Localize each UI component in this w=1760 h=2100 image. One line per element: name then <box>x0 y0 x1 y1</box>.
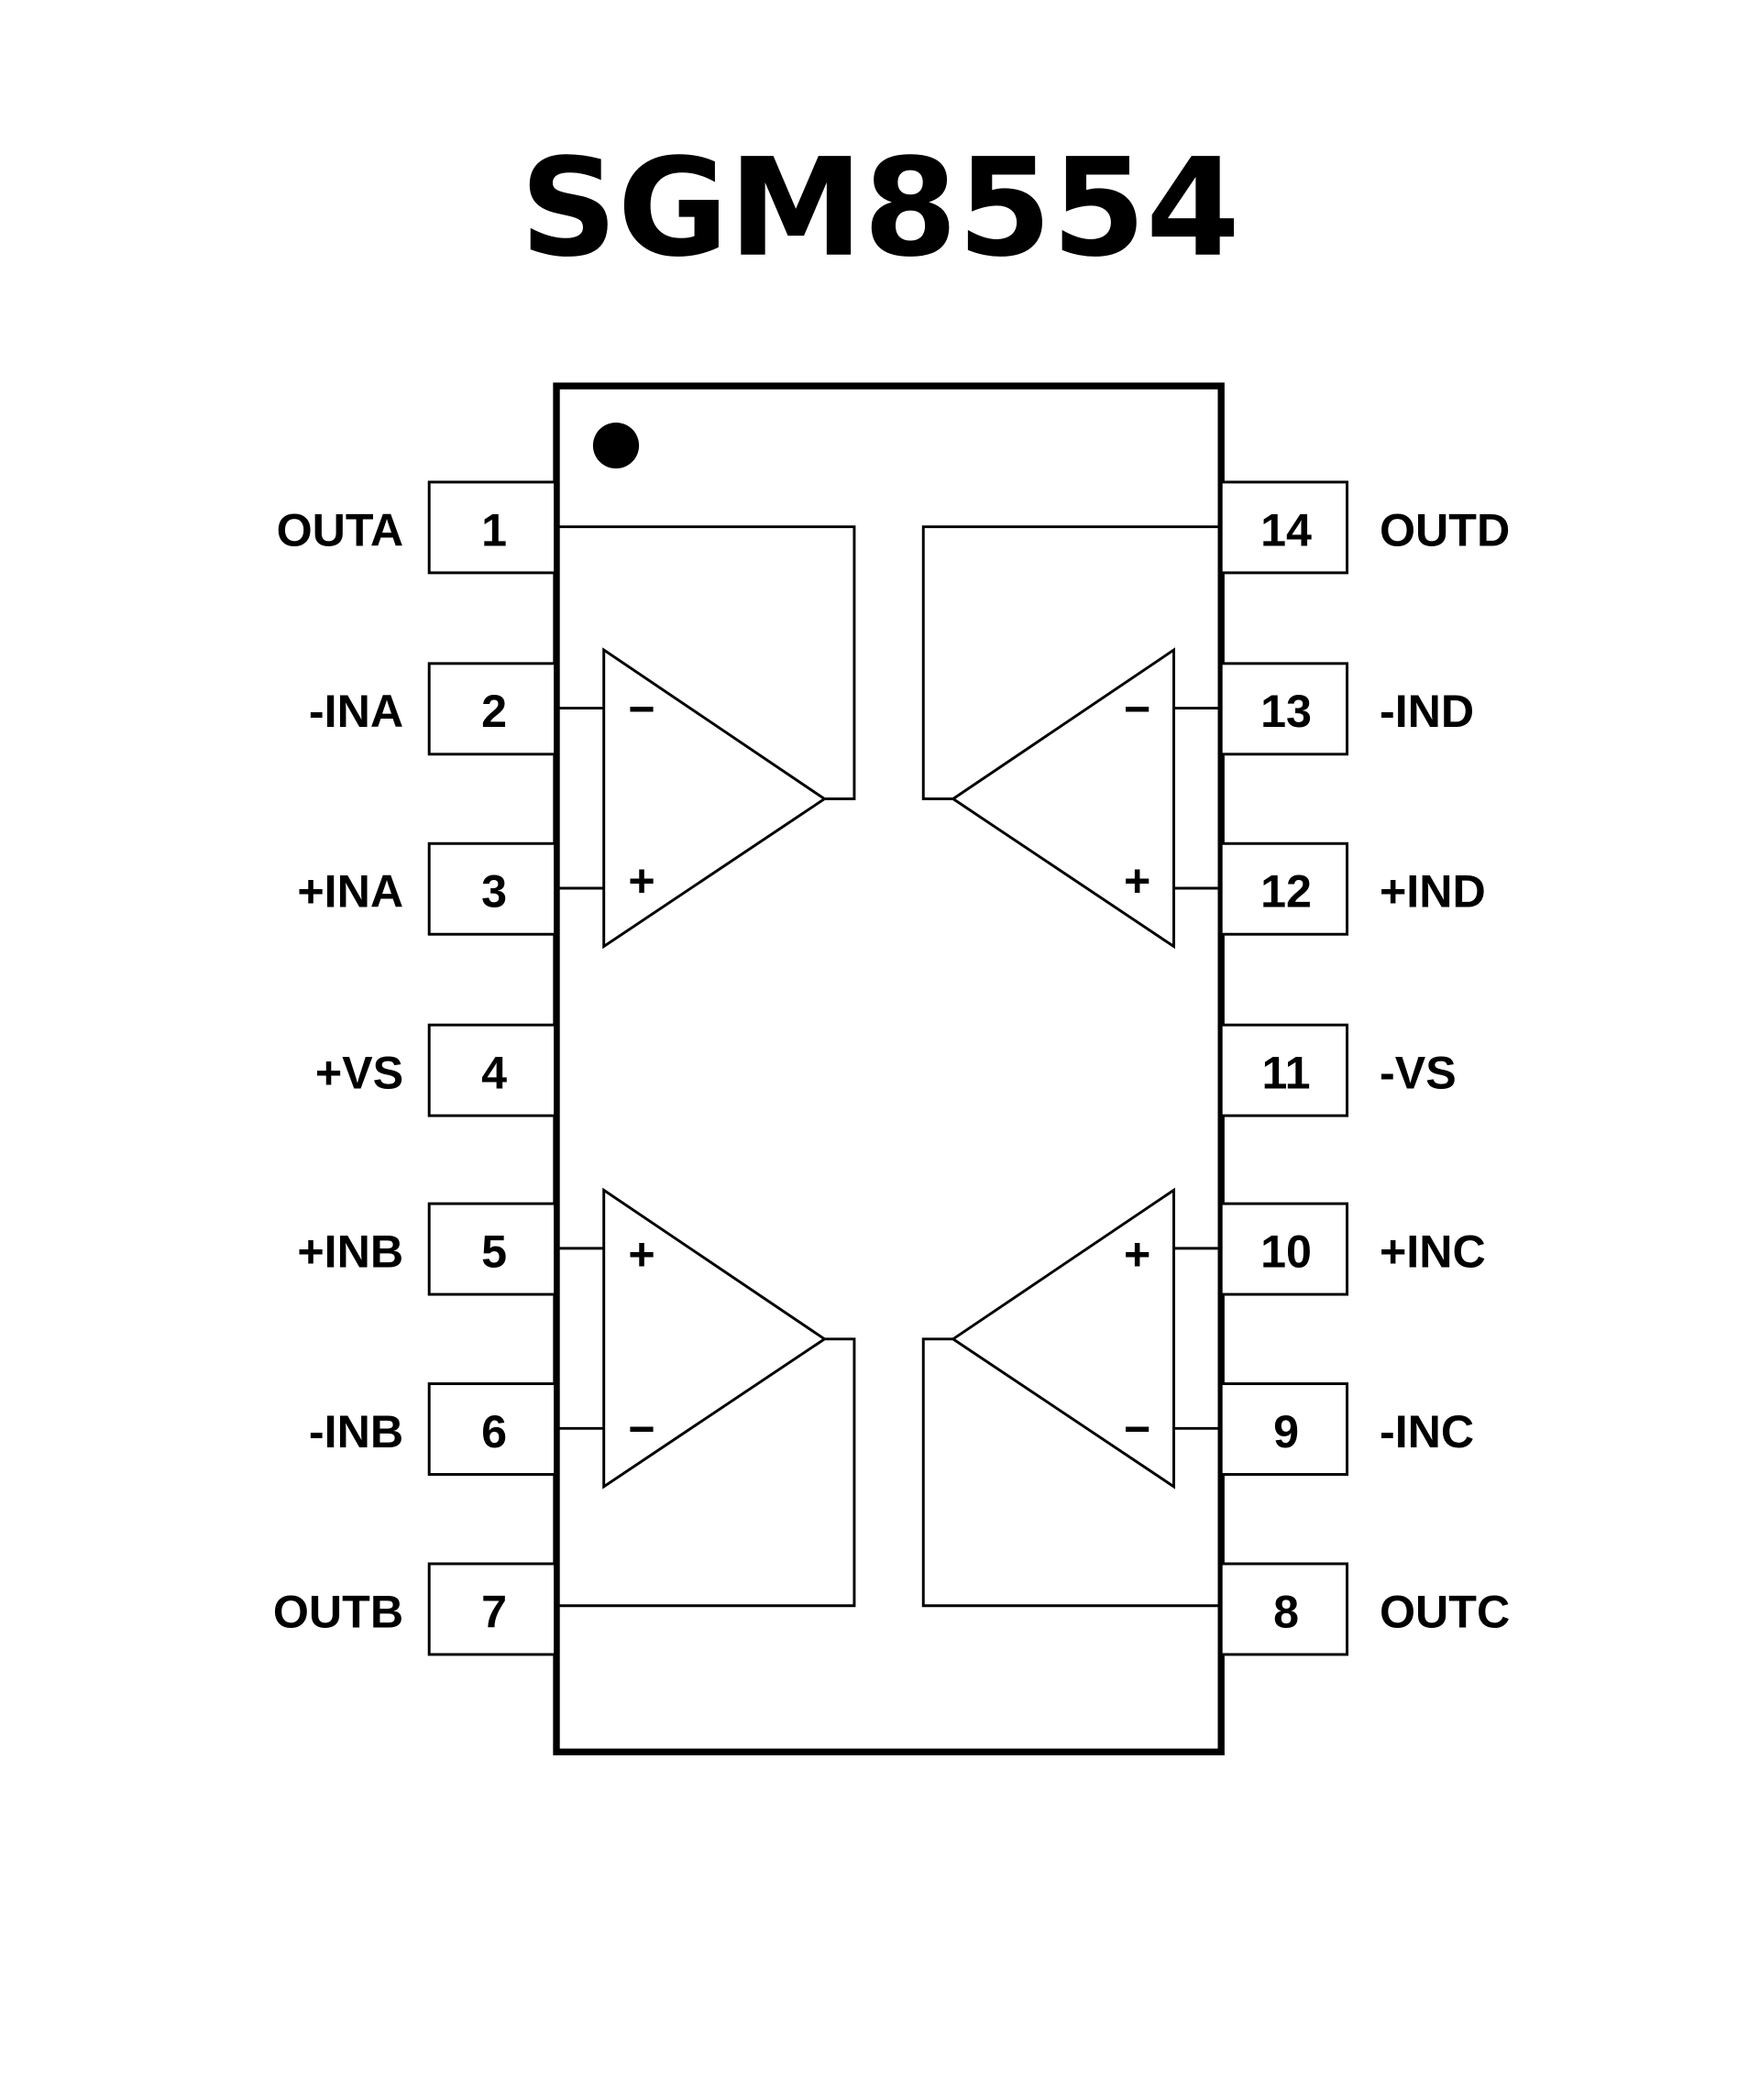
right-pins: 14 OUTD 13 -IND 12 +IND 11 -VS 10 +INC 9 -INC 8 OUTC <box>1219 480 1510 1656</box>
amp-d-top-sign: − <box>1124 683 1150 734</box>
pin-label: +INB <box>297 1226 403 1278</box>
amp-c-bottom-sign: − <box>1124 1403 1150 1455</box>
amp-b-bottom-sign: − <box>628 1403 654 1455</box>
pin-12: 12 +IND <box>1219 841 1486 936</box>
pin-1: 1 OUTA <box>277 480 557 575</box>
pin-box <box>1219 1202 1349 1296</box>
pin-box <box>427 662 557 756</box>
opamp-triangle-d <box>951 647 1175 950</box>
pin1-marker-dot <box>592 422 640 469</box>
pin-box <box>1219 1562 1349 1656</box>
pin-box <box>1219 1023 1349 1117</box>
pin-box <box>427 1382 557 1476</box>
pin-box <box>427 1023 557 1117</box>
pin-13: 13 -IND <box>1219 662 1474 756</box>
left-pins: 1 OUTA 2 -INA 3 +INA 4 +VS 5 +INB 6 -INB 7 OUTB <box>273 480 557 1656</box>
opamp-triangle-c <box>951 1187 1175 1490</box>
pin-number: 13 <box>1260 686 1312 737</box>
amp-a-bottom-sign: + <box>628 855 654 907</box>
chip-body <box>553 382 1225 1755</box>
wire-outb <box>556 1337 856 1608</box>
pin-number: 1 <box>481 504 507 555</box>
pin-6: 6 -INB <box>309 1382 557 1476</box>
pin-label: -IND <box>1380 686 1474 737</box>
pin-label: -INA <box>309 686 403 737</box>
pin-label: OUTA <box>277 504 404 555</box>
pin-number: 11 <box>1262 1048 1311 1099</box>
pin-label: OUTB <box>273 1586 403 1637</box>
pin-box <box>427 1202 557 1296</box>
pin-box <box>427 1562 557 1656</box>
pin-5: 5 +INB <box>297 1202 557 1296</box>
pin-2: 2 -INA <box>309 662 557 756</box>
pin-10: 10 +INC <box>1219 1202 1486 1296</box>
wire-outd <box>921 525 1222 801</box>
pin-8: 8 OUTC <box>1219 1562 1510 1656</box>
amp-c-top-sign: + <box>1124 1229 1150 1281</box>
pin-number: 8 <box>1273 1586 1299 1637</box>
pin-box <box>1219 1382 1349 1476</box>
pin-number: 7 <box>481 1586 507 1637</box>
opamp-triangle-b <box>602 1187 828 1490</box>
amplifier-c <box>921 1187 1222 1608</box>
pin-label: +INC <box>1380 1226 1486 1278</box>
pin-label: +IND <box>1380 866 1486 918</box>
amplifier-d <box>921 525 1222 950</box>
pin-number: 3 <box>481 866 507 918</box>
pin-4: 4 +VS <box>315 1023 557 1117</box>
pin-label: +VS <box>315 1048 403 1099</box>
pin-label: -INB <box>309 1406 403 1457</box>
pin-box <box>427 841 557 936</box>
opamp-triangle-a <box>602 647 828 950</box>
pin-number: 14 <box>1260 504 1312 555</box>
chip-title: SGM8554 <box>520 129 1240 287</box>
pin-label: +INA <box>297 866 403 918</box>
pin-label: -VS <box>1380 1048 1457 1099</box>
pin-number: 9 <box>1273 1406 1299 1457</box>
pin-number: 6 <box>481 1406 507 1457</box>
amp-b-top-sign: + <box>628 1229 654 1281</box>
pin-number: 2 <box>481 686 507 737</box>
pin-7: 7 OUTB <box>273 1562 557 1656</box>
pin-number: 10 <box>1260 1226 1312 1278</box>
pin-label: OUTC <box>1380 1586 1510 1637</box>
amp-a-top-sign: − <box>628 683 654 734</box>
wire-outc <box>921 1337 1222 1608</box>
wire-outa <box>556 525 856 801</box>
pin-number: 12 <box>1260 866 1312 918</box>
pin-11: 11 -VS <box>1219 1023 1457 1117</box>
amplifier-b <box>556 1187 856 1608</box>
pin-number: 4 <box>481 1048 507 1099</box>
amplifier-a <box>556 525 856 950</box>
amp-d-bottom-sign: + <box>1124 855 1150 907</box>
pin-9: 9 -INC <box>1219 1382 1474 1476</box>
pin-3: 3 +INA <box>297 841 557 936</box>
pin-label: -INC <box>1380 1406 1474 1457</box>
pin-label: OUTD <box>1380 504 1510 555</box>
pin-number: 5 <box>481 1226 507 1278</box>
pin-box <box>1219 841 1349 936</box>
pin-box <box>427 480 557 575</box>
pin-14: 14 OUTD <box>1219 480 1510 575</box>
